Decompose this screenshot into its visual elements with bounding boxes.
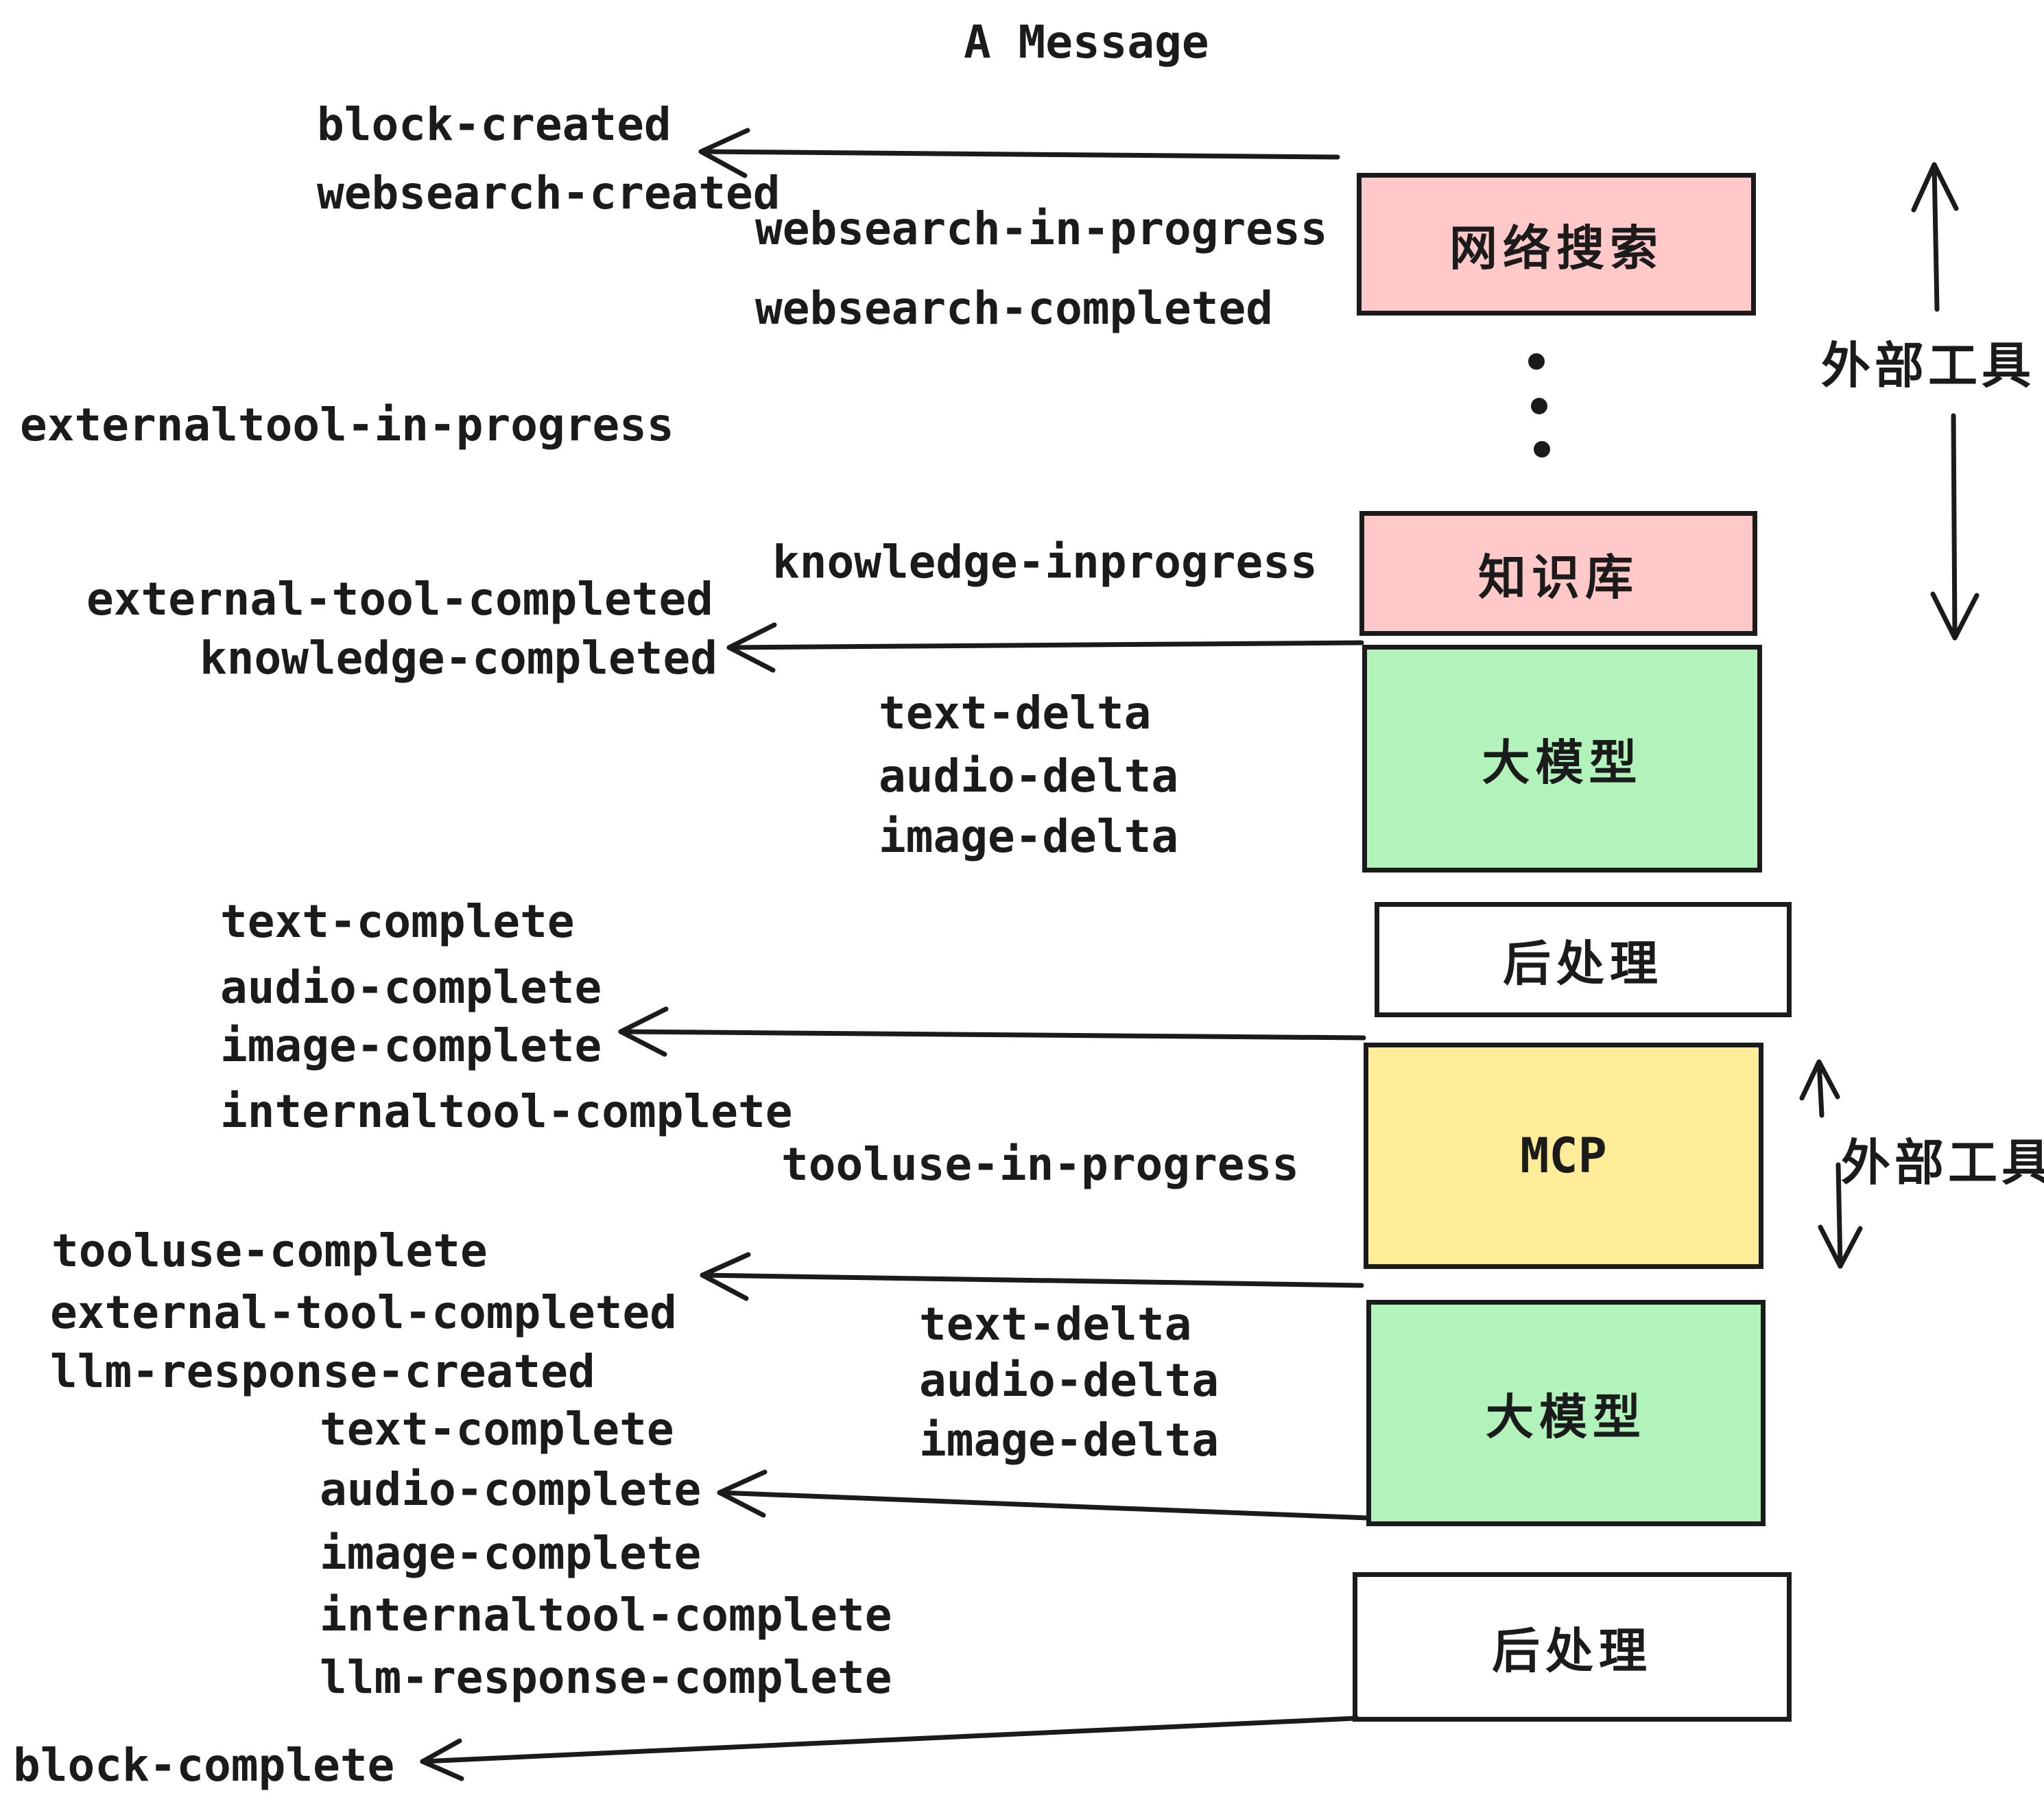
- event-label-externaltool-in-progress: externaltool-in-progress: [20, 399, 674, 451]
- box-llm-2: 大模型: [1366, 1300, 1766, 1526]
- arrow-websearch-created: [701, 130, 1338, 176]
- box-llm-1: 大模型: [1362, 645, 1762, 873]
- arrow-block-complete: [423, 1718, 1357, 1779]
- arrow-external-tools-up-1: [1914, 165, 1956, 309]
- side-label-external-tools-1: 外部工具: [1821, 337, 2036, 394]
- event-label-image-delta-2: image-delta: [919, 1414, 1220, 1467]
- event-label-text-complete: text-complete: [220, 895, 575, 948]
- page-title: A Message: [964, 16, 1209, 69]
- box-websearch: 网络搜索: [1357, 173, 1756, 316]
- event-label-block-created: block-created: [317, 98, 672, 151]
- event-label-llm-response-created: llm-response-created: [50, 1345, 595, 1398]
- box-knowledge-label: 知识库: [1478, 549, 1639, 606]
- event-label-external-tool-completed: external-tool-completed: [86, 573, 713, 626]
- event-label-text-delta-2: text-delta: [919, 1298, 1192, 1351]
- event-label-llm-response-complete: llm-response-complete: [320, 1651, 892, 1704]
- arrow-audio-complete: [720, 1472, 1368, 1518]
- side-label-external-tools-2: 外部工具: [1841, 1134, 2044, 1191]
- event-label-internaltool-complete-2: internaltool-complete: [320, 1589, 892, 1641]
- box-llm-1-label: 大模型: [1482, 734, 1643, 791]
- event-label-audio-complete-2: audio-complete: [320, 1463, 702, 1516]
- box-post-1: 后处理: [1375, 902, 1792, 1017]
- event-label-image-complete: image-complete: [220, 1019, 602, 1072]
- event-label-internaltool-complete: internaltool-complete: [220, 1085, 793, 1138]
- event-label-external-tool-completed-2: external-tool-completed: [50, 1286, 677, 1339]
- event-label-audio-complete: audio-complete: [220, 961, 602, 1014]
- event-label-tooluse-in-progress: tooluse-in-progress: [781, 1138, 1299, 1191]
- event-label-text-delta: text-delta: [879, 687, 1152, 739]
- arrow-image-complete: [621, 1009, 1364, 1054]
- box-post-2-label: 后处理: [1492, 1622, 1652, 1679]
- box-knowledge: 知识库: [1359, 511, 1757, 636]
- vertical-ellipsis-icon: [1528, 353, 1550, 458]
- box-mcp-label: MCP: [1520, 1128, 1607, 1184]
- box-websearch-label: 网络搜索: [1449, 219, 1663, 276]
- event-label-knowledge-inprogress: knowledge-inprogress: [772, 536, 1318, 589]
- box-post-2: 后处理: [1353, 1572, 1792, 1722]
- event-label-tooluse-complete: tooluse-complete: [51, 1224, 488, 1277]
- event-label-knowledge-completed: knowledge-completed: [200, 632, 717, 685]
- event-label-websearch-in-progress: websearch-in-progress: [755, 202, 1328, 255]
- box-mcp: MCP: [1364, 1043, 1763, 1269]
- event-label-image-complete-2: image-complete: [320, 1527, 702, 1580]
- event-label-block-complete: block-complete: [13, 1739, 395, 1792]
- arrow-external-tools-up-2: [1802, 1062, 1838, 1115]
- event-label-websearch-completed: websearch-completed: [755, 282, 1273, 335]
- event-label-websearch-created: websearch-created: [317, 167, 781, 219]
- arrow-external-tools-down-1: [1933, 416, 1977, 638]
- event-label-audio-delta-2: audio-delta: [919, 1354, 1220, 1407]
- event-label-audio-delta: audio-delta: [879, 750, 1179, 803]
- arrow-tooluse-complete: [702, 1255, 1362, 1298]
- box-llm-2-label: 大模型: [1486, 1388, 1646, 1445]
- arrow-knowledge-completed: [729, 625, 1362, 670]
- event-label-text-complete-2: text-complete: [320, 1403, 674, 1456]
- event-label-image-delta: image-delta: [879, 810, 1179, 863]
- box-post-1-label: 后处理: [1503, 935, 1663, 992]
